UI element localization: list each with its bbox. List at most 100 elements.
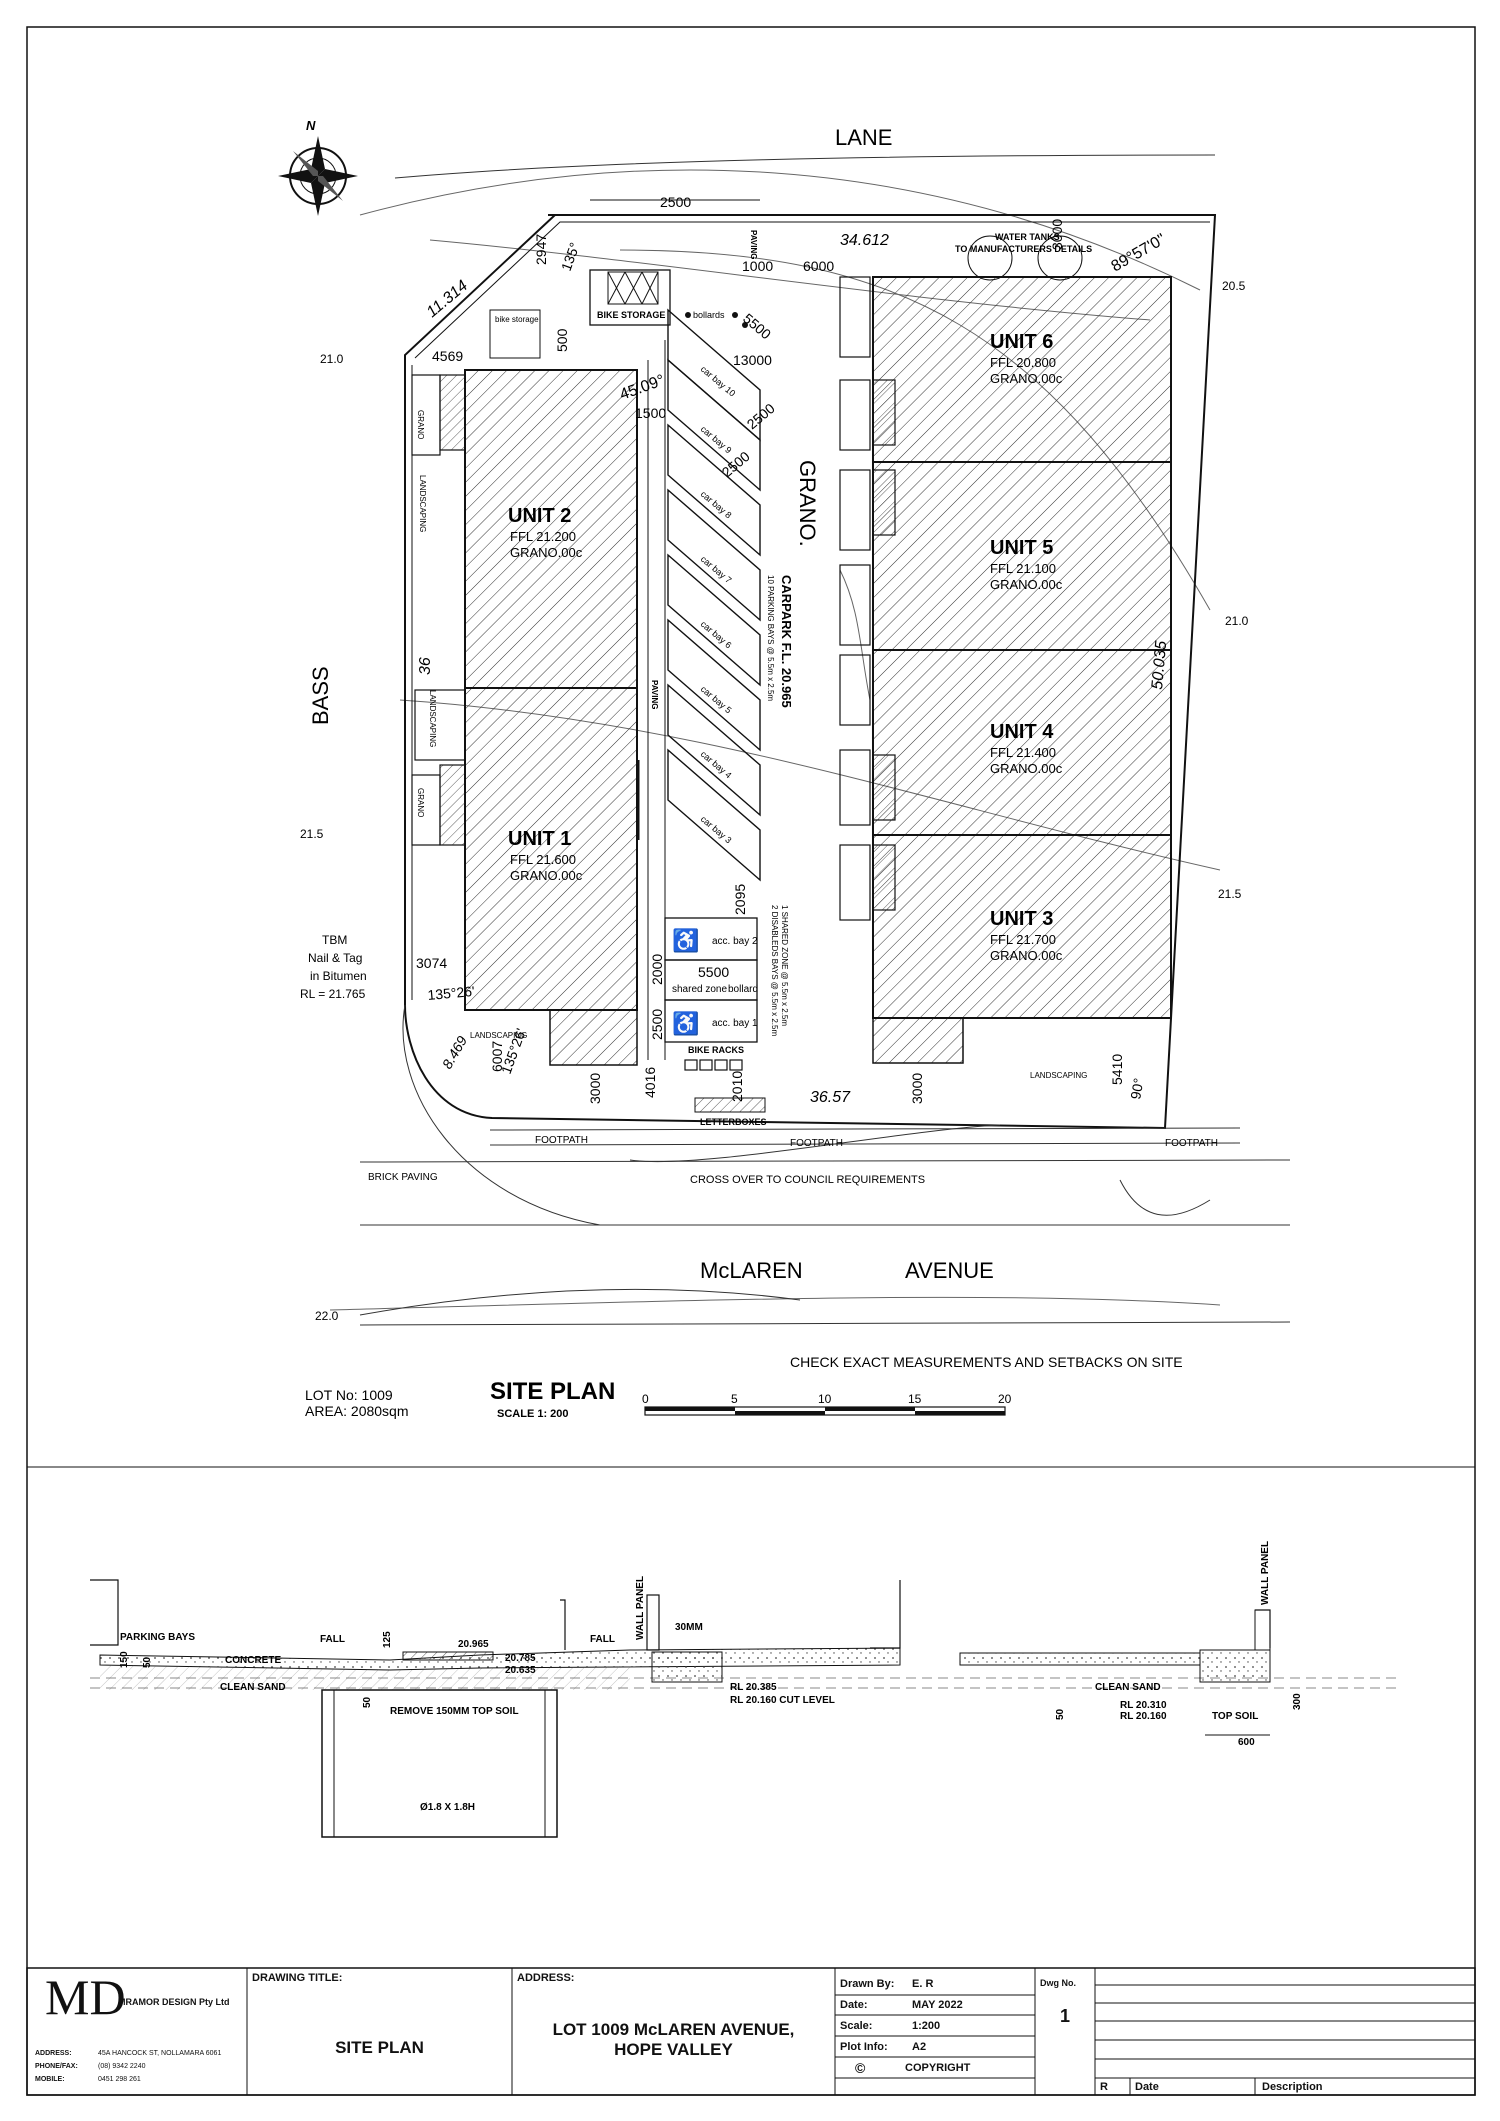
grano-label: GRANO.: [795, 460, 820, 547]
address-heading: ADDRESS:: [517, 1972, 575, 1984]
bike-storage-hatch: [607, 271, 659, 305]
contour-level-labels: 21.0 20.5 21.0 21.5 21.5 22.0: [300, 279, 1249, 1323]
accessible-bays: [664, 917, 758, 1043]
mobile-value: 0451 298 261: [98, 2076, 141, 2083]
unit-2-footprint: [464, 369, 638, 689]
dwg-no-label: Dwg No.: [1040, 1978, 1076, 1988]
scale-bar: 0 5 10 15 20: [642, 1392, 1012, 1416]
svg-text:CLEAN SAND: CLEAN SAND: [1095, 1682, 1161, 1693]
north-arrow-icon: N: [278, 118, 358, 216]
svg-text:4569: 4569: [432, 348, 463, 364]
svg-text:car bay 6: car bay 6: [699, 619, 734, 650]
svg-text:5500: 5500: [740, 310, 774, 342]
svg-text:13000: 13000: [733, 352, 772, 368]
svg-text:1000: 1000: [742, 258, 773, 274]
footpath-label-1: FOOTPATH: [535, 1135, 588, 1146]
svg-text:in Bitumen: in Bitumen: [310, 969, 367, 983]
section-right-labels: CLEAN SAND RL 20.310 RL 20.160 TOP SOIL …: [1055, 1682, 1303, 1748]
footing-right: [1199, 1649, 1271, 1683]
drawn-by-label: Drawn By:: [840, 1978, 895, 1990]
accessible-icon: ♿♿: [672, 928, 699, 1036]
svg-text:600: 600: [1238, 1737, 1255, 1748]
road-lines: [359, 1004, 1291, 1326]
soakwell: [321, 1689, 558, 1838]
acc-bay-2-label: acc. bay 2: [712, 936, 758, 947]
car-bay-labels: car bay 10 car bay 9 car bay 8 car bay 7…: [699, 364, 738, 845]
svg-text:20.635: 20.635: [505, 1665, 536, 1676]
letterboxes-box: [694, 1097, 766, 1113]
landscaping-label-2: LANDSCAPING: [428, 690, 437, 747]
slab-left: [99, 1647, 901, 1671]
svg-text:car bay 9: car bay 9: [699, 424, 734, 455]
svg-text:20.965: 20.965: [458, 1639, 489, 1650]
svg-text:car bay 4: car bay 4: [699, 749, 734, 780]
svg-text:GRANO.00c: GRANO.00c: [990, 577, 1063, 592]
svg-text:21.0: 21.0: [1225, 614, 1249, 628]
water-tanks-label-1: WATER TANKS: [995, 232, 1060, 242]
drawn-by-value: E. R: [912, 1978, 934, 1990]
svg-text:4016: 4016: [642, 1067, 658, 1098]
bollard-label: bollard: [728, 984, 758, 995]
plot-info-label: Plot Info:: [840, 2041, 888, 2053]
svg-text:UNIT 1: UNIT 1: [508, 828, 571, 850]
bike-storage-label: BIKE STORAGE: [597, 310, 665, 320]
scale-label: Scale:: [840, 2020, 873, 2032]
lane-edge: [394, 154, 1216, 179]
svg-text:CLEAN SAND: CLEAN SAND: [220, 1682, 286, 1693]
svg-text:GRANO.00c: GRANO.00c: [510, 545, 583, 560]
svg-text:6007: 6007: [489, 1041, 505, 1072]
svg-text:135°: 135°: [558, 240, 583, 273]
street-bass: BASS: [308, 666, 333, 725]
phone-label: PHONE/FAX:: [35, 2063, 78, 2070]
bollards-label: bollards: [693, 310, 725, 320]
street-mclaren: McLAREN: [700, 1258, 803, 1283]
drawing-title: SITE PLAN: [335, 2038, 424, 2057]
svg-text:UNIT 3: UNIT 3: [990, 908, 1053, 930]
svg-text:FFL 21.200: FFL 21.200: [510, 529, 576, 544]
unit-3-extension: [872, 1017, 964, 1064]
svg-text:2947: 2947: [533, 234, 549, 265]
shared-zone-label: shared zone: [672, 984, 727, 995]
address-value: 45A HANCOCK ST, NOLLAMARA 6061: [98, 2050, 222, 2057]
phone-value: (08) 9342 2240: [98, 2063, 146, 2070]
mobile-label: MOBILE:: [35, 2076, 65, 2083]
svg-text:GRANO.00c: GRANO.00c: [510, 868, 583, 883]
svg-text:RL 20.160: RL 20.160: [1120, 1711, 1167, 1722]
bike-storage-small: [489, 309, 541, 359]
street-avenue: AVENUE: [905, 1258, 994, 1283]
footpath-label-2: FOOTPATH: [790, 1138, 843, 1149]
title-block: [26, 1967, 1476, 2096]
water-tank-1: [967, 235, 1013, 281]
svg-text:RL 20.385: RL 20.385: [730, 1682, 777, 1693]
svg-text:21.0: 21.0: [320, 352, 344, 366]
svg-text:3000: 3000: [1049, 219, 1065, 250]
svg-text:TBM: TBM: [322, 933, 347, 947]
bollard-dots: [685, 312, 748, 328]
svg-text:135°26': 135°26': [427, 983, 475, 1003]
svg-text:34.612: 34.612: [840, 232, 889, 249]
svg-text:8.469: 8.469: [439, 1033, 470, 1072]
svg-text:GRANO.00c: GRANO.00c: [990, 948, 1063, 963]
svg-text:300: 300: [1292, 1693, 1303, 1710]
svg-text:FFL 20.800: FFL 20.800: [990, 355, 1056, 370]
svg-text:RL 20.160 CUT LEVEL: RL 20.160 CUT LEVEL: [730, 1695, 835, 1706]
svg-text:GRANO.00c: GRANO.00c: [990, 761, 1063, 776]
svg-text:2500: 2500: [649, 1009, 665, 1040]
svg-text:5: 5: [731, 1392, 738, 1406]
crossover-label: CROSS OVER TO COUNCIL REQUIREMENTS: [690, 1174, 925, 1186]
svg-text:2500: 2500: [719, 448, 753, 480]
svg-text:car bay 3: car bay 3: [699, 814, 734, 845]
side-bays-right: [839, 276, 896, 921]
parking-bays-note: 10 PARKING BAYS @ 5.5m x 2.5m: [766, 575, 775, 701]
svg-text:3000: 3000: [587, 1073, 603, 1104]
grano-small-1: GRANO: [416, 410, 425, 439]
bike-racks: [684, 1059, 743, 1071]
svg-text:UNIT 2: UNIT 2: [508, 505, 571, 527]
footing-left: [651, 1651, 723, 1683]
project-address-line-2: HOPE VALLEY: [614, 2040, 733, 2059]
